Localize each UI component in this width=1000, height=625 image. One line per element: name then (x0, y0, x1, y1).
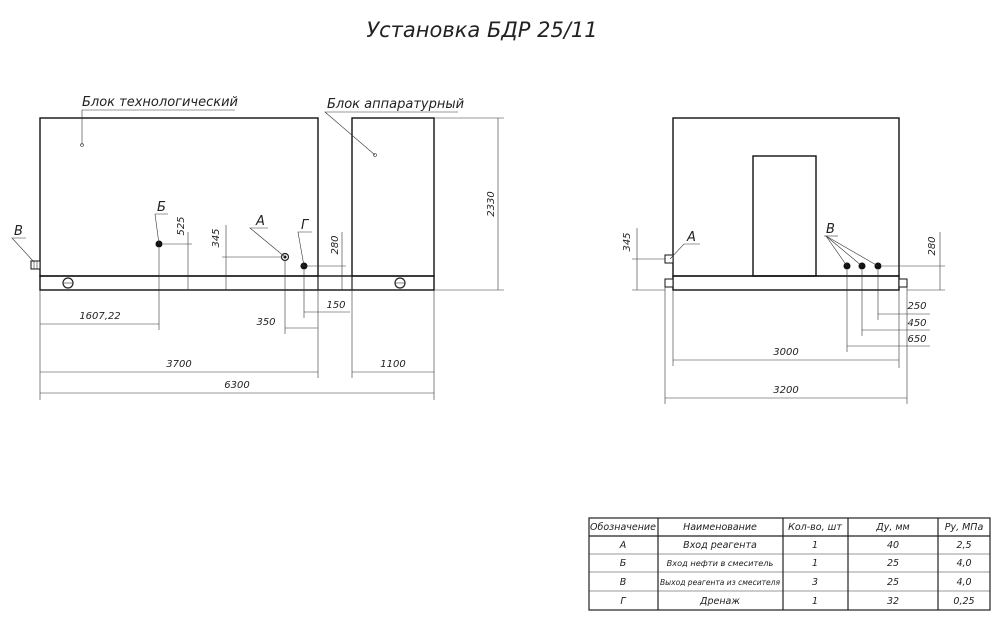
dim-345-left: 345 (211, 228, 222, 247)
dim-350: 350 (256, 317, 275, 328)
table-cell: А (619, 540, 627, 551)
letter-g: Г (301, 218, 310, 233)
leader-v-left (11, 237, 35, 263)
leader-a (249, 227, 286, 258)
table-header-dn: Ду, мм (875, 522, 909, 533)
table-cell: 25 (887, 558, 899, 569)
letter-v-left: В (14, 224, 23, 239)
table-cell: 2,5 (956, 540, 971, 551)
dim-3700: 3700 (166, 359, 191, 370)
apparatus-block-outline (351, 117, 435, 277)
dim-280-left: 280 (330, 235, 341, 254)
table-cell: 4,0 (956, 558, 971, 569)
letter-a-right: А (686, 230, 696, 245)
label-block-tech: Блок технологический (82, 95, 238, 110)
table-header-qty: Кол-во, шт (788, 522, 842, 533)
dim-3000: 3000 (773, 347, 798, 358)
dim-345-right: 345 (622, 232, 633, 251)
table-header-name: Наименование (683, 522, 757, 533)
drawing-title: Установка БДР 25/11 (366, 18, 597, 42)
table-cell: Вход нефти в смеситель (667, 558, 774, 568)
table-header-pn: Ру, МПа (945, 522, 984, 533)
side-view: Блок технологический Блок аппаратурный Б… (11, 95, 504, 400)
dim-250: 250 (907, 301, 926, 312)
dim-280-right: 280 (927, 236, 938, 255)
leader-a-right (669, 243, 700, 260)
skid-frame (39, 275, 435, 291)
leader-g (297, 231, 312, 267)
nozzle-a-end (664, 254, 674, 264)
end-view: В А 345 280 250 450 650 3000 3200 (622, 117, 945, 404)
table-header-designation: Обозначение (590, 522, 656, 533)
table-cell: 1 (812, 540, 818, 551)
table-cell: 0,25 (953, 596, 974, 607)
table-cell: 4,0 (956, 577, 971, 588)
table-cell: 1 (812, 596, 818, 607)
label-block-app: Блок аппаратурный (327, 97, 464, 112)
dim-3200: 3200 (773, 385, 798, 396)
end-skid-frame (672, 275, 900, 291)
table-cell: Вход реагента (683, 540, 757, 551)
table-cell: Дренаж (699, 596, 740, 607)
dim-450: 450 (907, 318, 926, 329)
table-cell: 3 (812, 577, 818, 588)
letter-v-right: В (826, 222, 835, 237)
table-cell: В (620, 577, 627, 588)
table-cell: 32 (887, 596, 899, 607)
leader-app (324, 111, 458, 156)
table-cell: 25 (887, 577, 899, 588)
table-cell: Б (620, 558, 627, 569)
table-cell: Г (620, 596, 626, 607)
table-cell: 1 (812, 558, 818, 569)
door-outline (752, 155, 817, 277)
nozzle-v-side (30, 260, 41, 270)
dim-1607: 1607,22 (79, 311, 120, 322)
leader-tech (81, 109, 235, 145)
dim-1100: 1100 (380, 359, 405, 370)
leader-b (154, 213, 168, 245)
dim-2330: 2330 (486, 191, 497, 216)
dim-525: 525 (176, 216, 187, 235)
dim-650: 650 (907, 334, 926, 345)
dim-150: 150 (326, 300, 345, 311)
table-cell: Выход реагента из смесителя (660, 577, 780, 587)
end-block-outline (672, 117, 900, 277)
dim-6300: 6300 (224, 380, 249, 391)
table-cell: 40 (887, 540, 899, 551)
nozzle-table: Обозначение Наименование Кол-во, шт Ду, … (588, 517, 991, 611)
letter-b: Б (157, 200, 166, 215)
letter-a: А (255, 214, 265, 229)
